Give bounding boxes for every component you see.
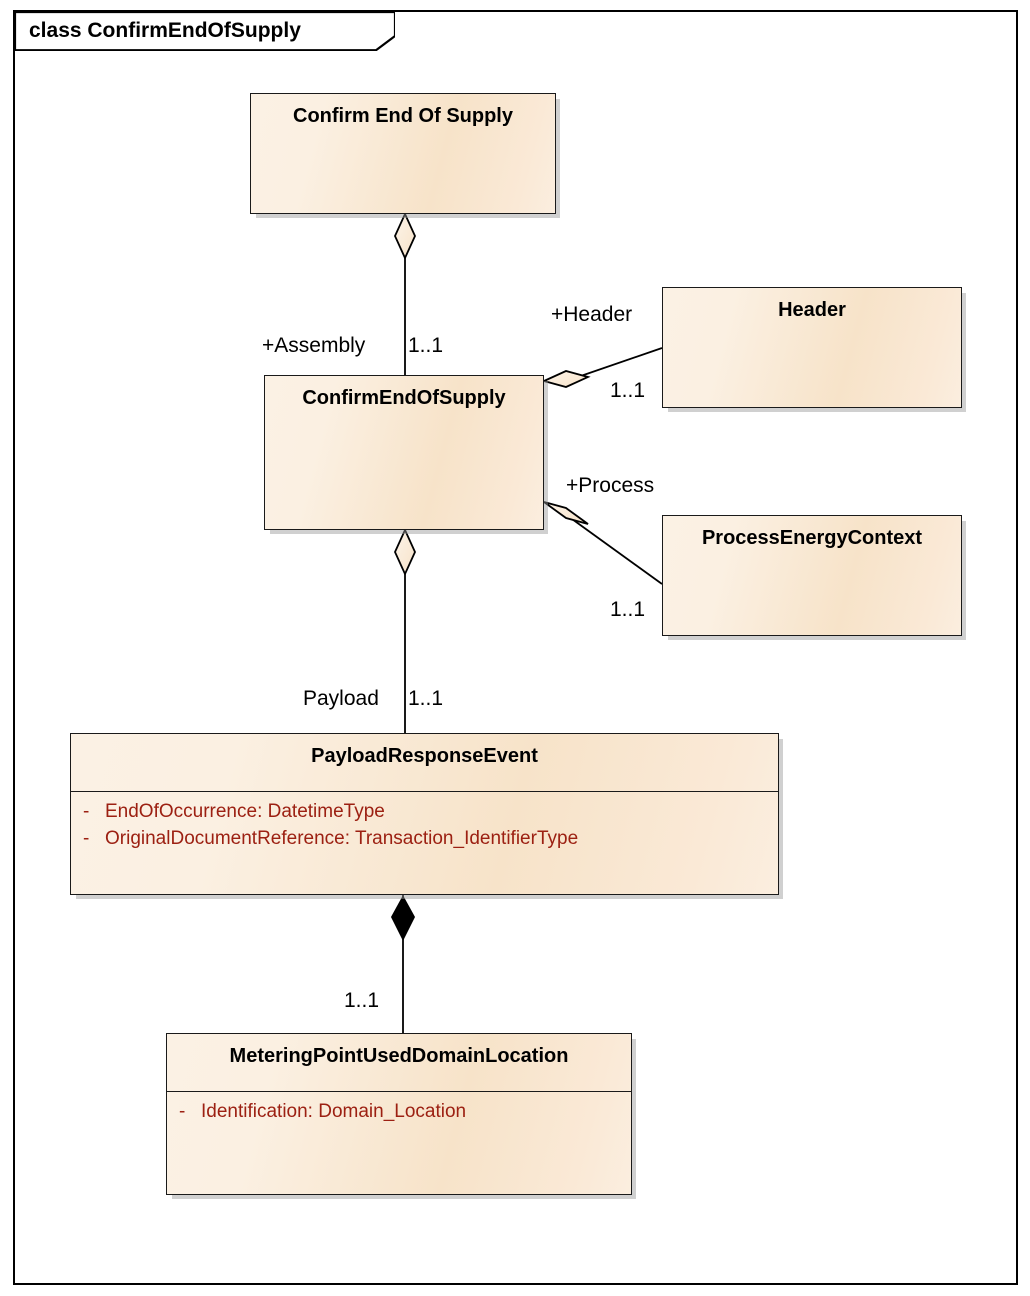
class-box-header[interactable]: Header [662,287,962,408]
class-box-process-energy-context[interactable]: ProcessEnergyContext [662,515,962,636]
association-label-payload-multiplicity: 1..1 [408,687,444,710]
class-name: Confirm End Of Supply [293,105,513,127]
class-box-confirm-end-of-supply-root[interactable]: Confirm End Of Supply [250,93,556,214]
class-name: Header [778,299,846,321]
association-label-header-multiplicity: 1..1 [610,379,646,402]
attribute-visibility: - [179,1101,186,1122]
class-box-payload-response-event[interactable]: PayloadResponseEvent - EndOfOccurrence: … [70,733,779,895]
association-label-metering-multiplicity: 1..1 [344,989,380,1012]
association-label-process-multiplicity: 1..1 [610,598,646,621]
association-label-header-role: +Header [551,303,633,326]
association-label-payload-role: Payload [303,687,379,710]
attribute-row[interactable]: - OriginalDocumentReference: Transaction… [71,826,778,853]
attribute-row[interactable]: - EndOfOccurrence: DatetimeType [71,799,778,826]
association-label-assembly-multiplicity: 1..1 [408,334,444,357]
class-name: MeteringPointUsedDomainLocation [229,1045,569,1067]
association-label-assembly-role: +Assembly [262,334,366,357]
attribute-visibility: - [83,827,90,849]
attribute-visibility: - [83,801,90,822]
attribute-text: Identification: Domain_Location [201,1101,467,1122]
diagram-title: class ConfirmEndOfSupply [29,19,301,42]
attribute-text: EndOfOccurrence: DatetimeType [105,801,385,822]
attributes-compartment: - EndOfOccurrence: DatetimeType - Origin… [71,791,778,895]
class-box-metering-point-used-domain-location[interactable]: MeteringPointUsedDomainLocation - Identi… [166,1033,632,1195]
attribute-row[interactable]: - Identification: Domain_Location [167,1099,631,1126]
class-name: ProcessEnergyContext [701,527,923,549]
class-box-confirm-end-of-supply[interactable]: ConfirmEndOfSupply [264,375,544,530]
frame-tab-shape [15,12,395,51]
class-name: ConfirmEndOfSupply [302,387,506,409]
attributes-compartment: - Identification: Domain_Location [167,1091,631,1195]
attribute-text: OriginalDocumentReference: Transaction_I… [105,827,579,849]
diagram-frame-tab: class ConfirmEndOfSupply [15,12,395,51]
association-label-process-role: +Process [566,474,655,497]
class-name: PayloadResponseEvent [311,745,538,767]
